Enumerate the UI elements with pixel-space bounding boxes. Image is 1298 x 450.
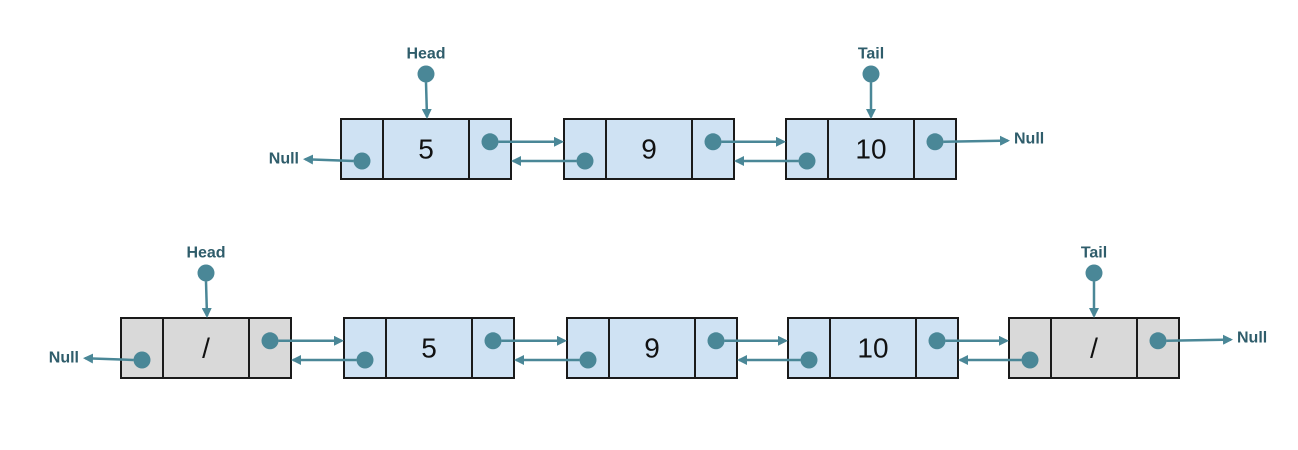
tail-pointer-dot bbox=[862, 65, 880, 83]
node-box bbox=[787, 317, 959, 379]
next-pointer-dot bbox=[481, 133, 499, 151]
prev-pointer-dot bbox=[576, 152, 594, 170]
left-null-arrow bbox=[83, 353, 134, 364]
left-null-arrow bbox=[303, 154, 354, 165]
right-null-label: Null bbox=[1237, 329, 1267, 346]
next-pointer-dot bbox=[1149, 332, 1167, 350]
node-box bbox=[343, 317, 515, 379]
node-box bbox=[563, 118, 735, 180]
node-box bbox=[566, 317, 738, 379]
left-null-label: Null bbox=[49, 350, 79, 367]
head-pointer-dot bbox=[417, 65, 435, 83]
node-box bbox=[120, 317, 292, 379]
node-value: / bbox=[202, 333, 210, 364]
tail-label: Tail bbox=[1081, 245, 1107, 262]
next-pointer-dot bbox=[704, 133, 722, 151]
node-value: 9 bbox=[644, 333, 660, 364]
right-null-label: Null bbox=[1014, 130, 1044, 147]
node-value: 5 bbox=[418, 134, 434, 165]
tail-label: Tail bbox=[858, 46, 884, 63]
tail-pointer-dot bbox=[1085, 264, 1103, 282]
head-label: Head bbox=[406, 46, 445, 63]
node-value: 10 bbox=[855, 134, 886, 165]
node-box bbox=[340, 118, 512, 180]
right-null-arrow bbox=[1166, 334, 1233, 345]
head-pointer-dot bbox=[197, 264, 215, 282]
head-arrow bbox=[421, 82, 432, 119]
head-label: Head bbox=[186, 245, 225, 262]
next-pointer-dot bbox=[928, 332, 946, 350]
node-box bbox=[785, 118, 957, 180]
next-pointer-dot bbox=[926, 133, 944, 151]
prev-pointer-dot bbox=[579, 351, 597, 369]
node-value: 10 bbox=[857, 333, 888, 364]
prev-pointer-dot bbox=[1021, 351, 1039, 369]
node-box bbox=[1008, 317, 1180, 379]
prev-pointer-dot bbox=[133, 351, 151, 369]
next-pointer-dot bbox=[707, 332, 725, 350]
node-value: / bbox=[1090, 333, 1098, 364]
next-pointer-dot bbox=[261, 332, 279, 350]
left-null-label: Null bbox=[269, 151, 299, 168]
right-null-arrow bbox=[943, 135, 1010, 146]
node-value: 9 bbox=[641, 134, 657, 165]
next-pointer-dot bbox=[484, 332, 502, 350]
prev-pointer-dot bbox=[356, 351, 374, 369]
node-value: 5 bbox=[421, 333, 437, 364]
prev-pointer-dot bbox=[800, 351, 818, 369]
prev-pointer-dot bbox=[798, 152, 816, 170]
prev-pointer-dot bbox=[353, 152, 371, 170]
head-arrow bbox=[201, 281, 212, 318]
